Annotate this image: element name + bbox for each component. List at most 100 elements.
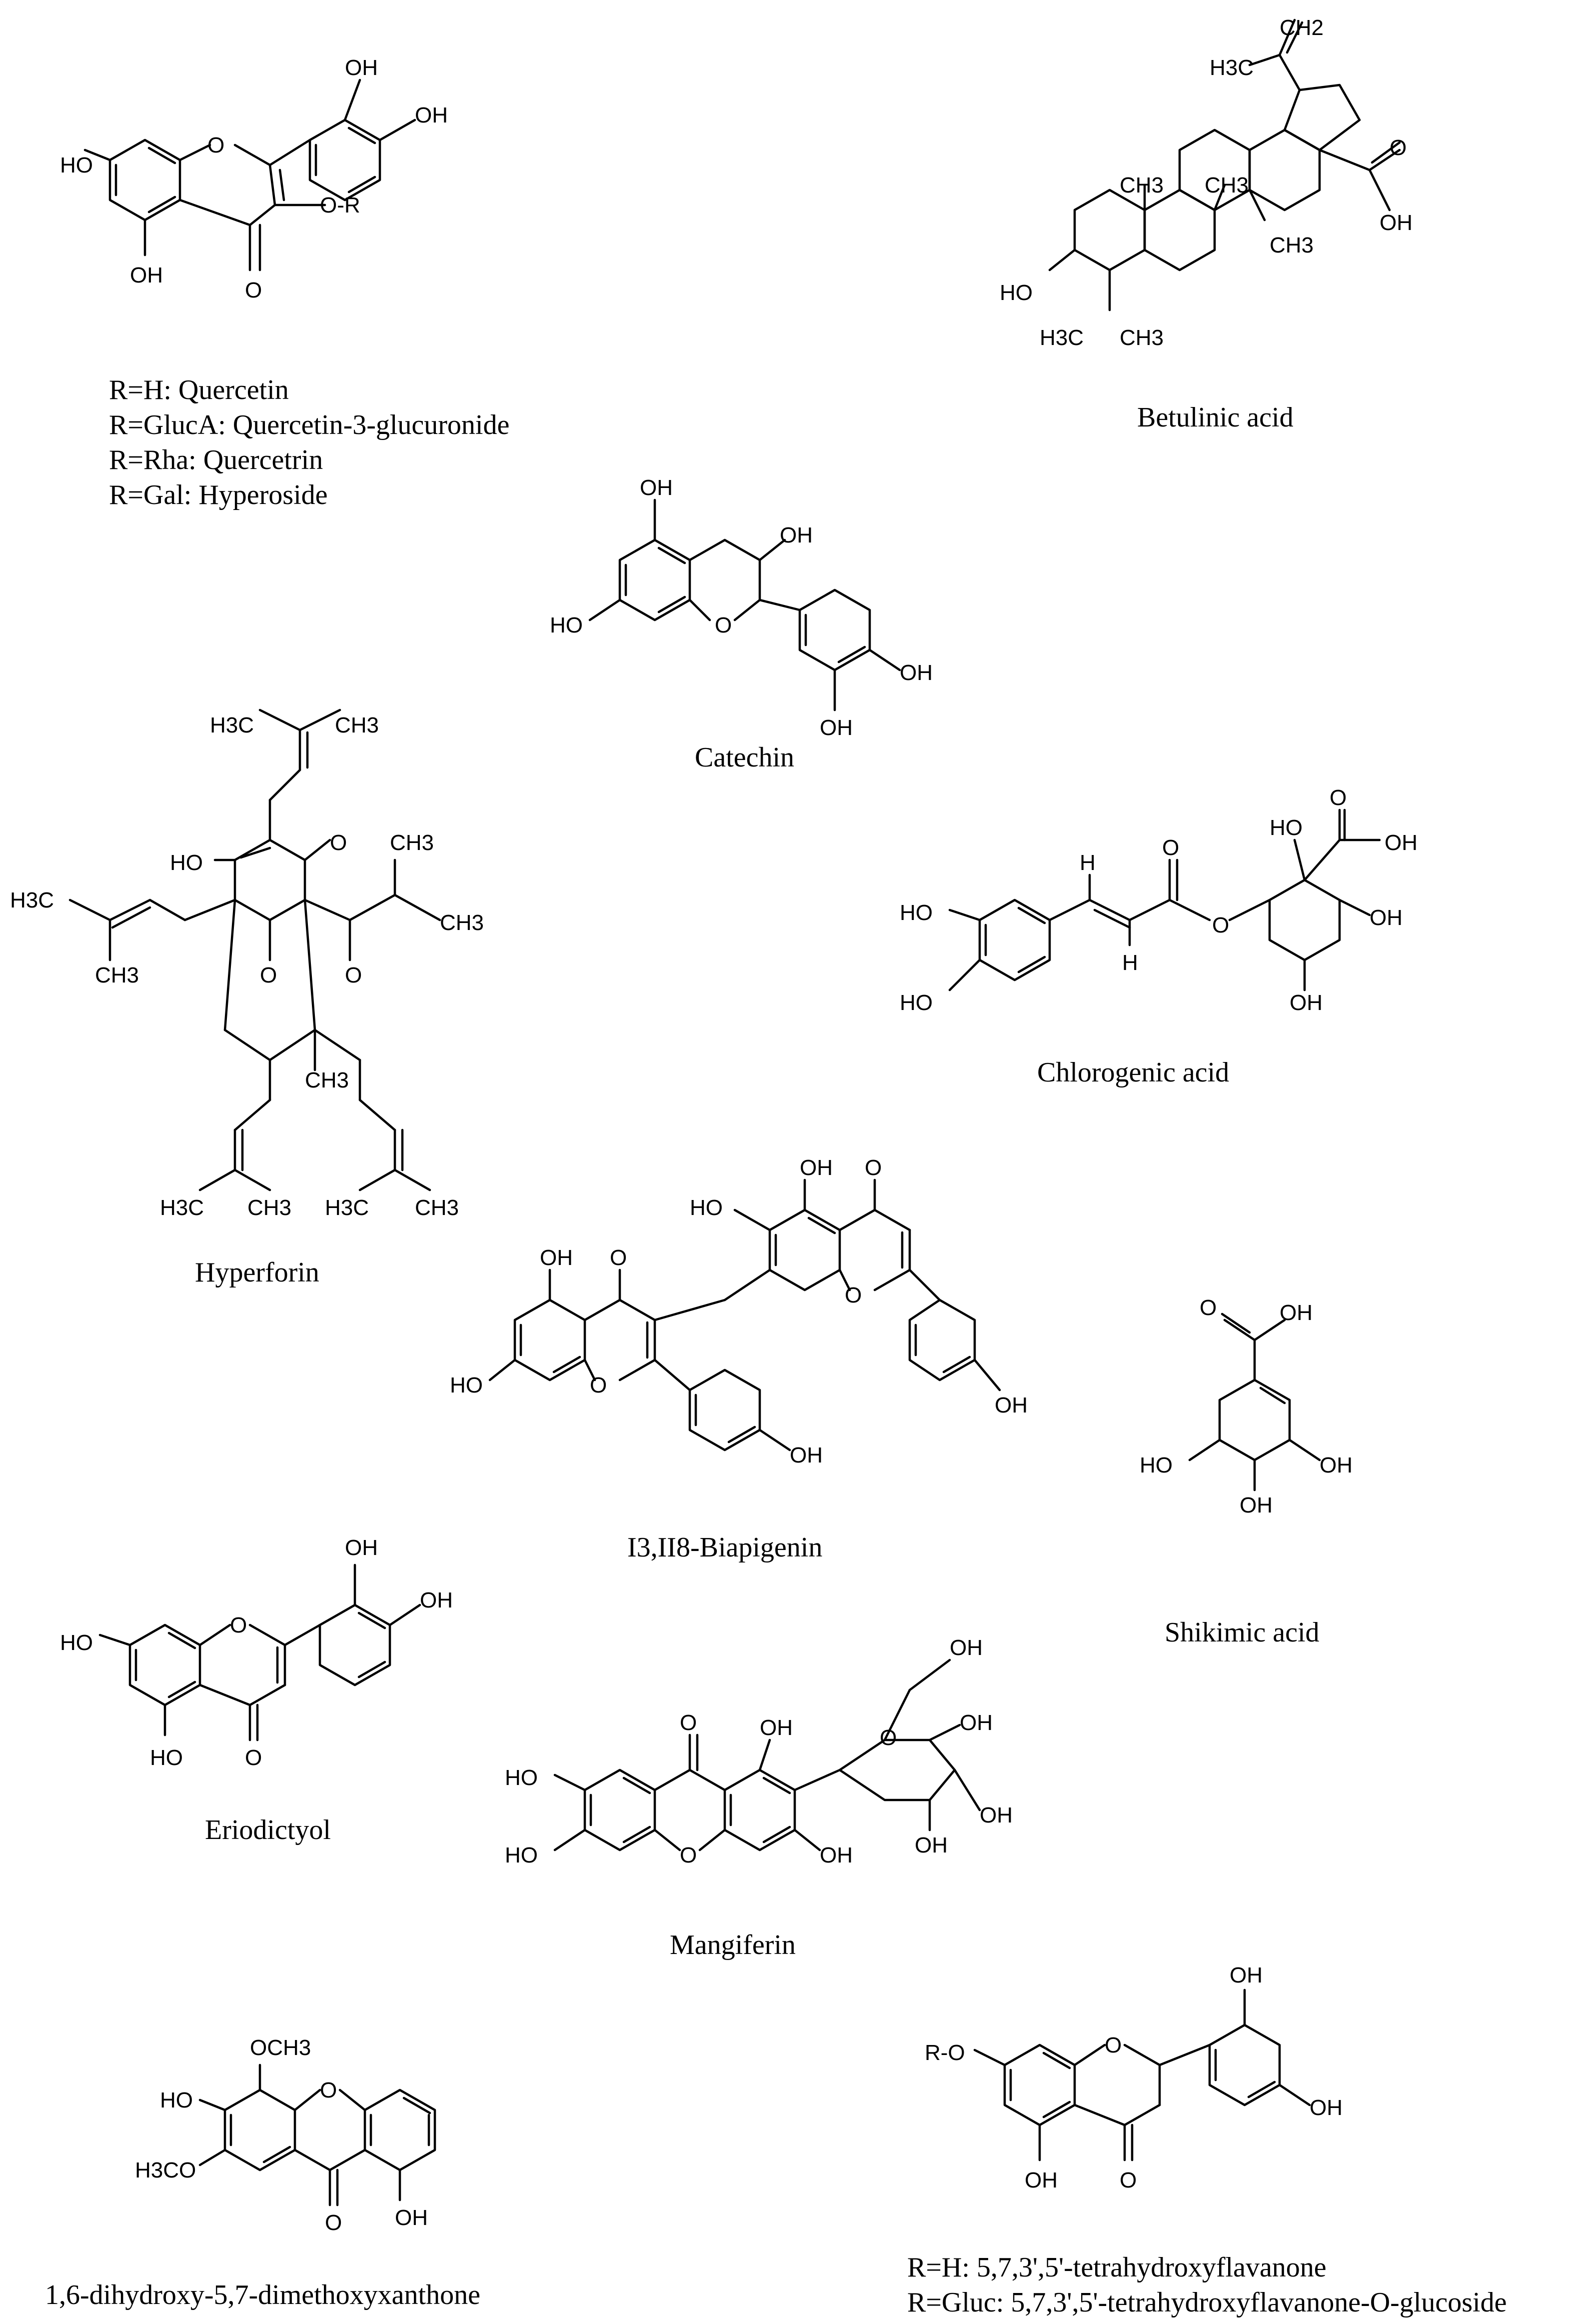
atom-label: HO — [150, 1746, 183, 1770]
atom-label: OH — [1290, 990, 1323, 1015]
atom-label: H3CO — [135, 2158, 196, 2182]
atom-label: OH — [760, 1716, 793, 1740]
atom-label: H3C — [325, 1196, 369, 1220]
atom-label: O — [1120, 2168, 1137, 2192]
atom-label: CH3 — [1120, 173, 1164, 198]
atom-label: HO — [60, 1630, 93, 1655]
catechin-caption: Catechin — [695, 740, 794, 775]
atom-label: O — [1105, 2033, 1122, 2058]
atom-label: H3C — [160, 1196, 204, 1220]
atom-label: OH — [130, 263, 163, 288]
atom-label: CH3 — [390, 830, 434, 855]
atom-label: OH — [820, 716, 853, 740]
atom-label: OH — [1280, 1300, 1313, 1325]
hyperforin-caption: Hyperforin — [195, 1255, 319, 1290]
atom-label: OH — [1370, 906, 1403, 930]
mangiferin-caption: Mangiferin — [670, 1928, 796, 1962]
atom-label: O — [260, 963, 277, 988]
atom-label: O — [245, 278, 262, 302]
atom-label: OH — [780, 523, 813, 548]
atom-label: OCH3 — [250, 2036, 311, 2060]
atom-label: OH — [1240, 1493, 1273, 1518]
atom-label: OH — [1230, 1963, 1263, 1988]
atom-label: O — [345, 963, 362, 988]
caption-line: Chlorogenic acid — [1037, 1057, 1230, 1088]
eriodictyol-structure — [98, 1564, 421, 1742]
atom-label: HO — [60, 153, 93, 178]
atom-label: H3C — [10, 888, 54, 912]
betulinic-acid-caption: Betulinic acid — [1137, 400, 1294, 435]
caption-line: Shikimic acid — [1165, 1617, 1320, 1648]
caption-line: Mangiferin — [670, 1930, 796, 1960]
xanthone-structure — [198, 2064, 436, 2206]
caption-line: I3,II8-Biapigenin — [627, 1532, 823, 1563]
caption-line: R=Gluc: 5,7,3',5'-tetrahydroxyflavanone-… — [907, 2287, 1507, 2318]
atom-label: O — [590, 1373, 607, 1398]
atom-label: HO — [900, 990, 933, 1015]
atom-label: CH3 — [1270, 233, 1314, 258]
atom-label: OH — [420, 1588, 453, 1612]
atom-label: CH3 — [415, 1196, 459, 1220]
eriodictyol-caption: Eriodictyol — [205, 1812, 331, 1848]
caption-line: Hyperforin — [195, 1257, 319, 1288]
atom-label: O — [1330, 786, 1347, 810]
atom-label: O — [1162, 836, 1179, 860]
atom-label: OH — [1310, 2096, 1343, 2120]
atom-label: O — [715, 613, 732, 638]
atom-label: OH — [980, 1803, 1013, 1828]
caption-line: Catechin — [695, 742, 795, 773]
atom-label: OH — [640, 476, 673, 500]
atom-label: OH — [790, 1443, 823, 1468]
atom-label: O — [245, 1746, 262, 1770]
atom-label: OH — [415, 103, 448, 128]
chlorogenic-acid-structure — [948, 808, 1381, 992]
atom-label: OH — [540, 1246, 573, 1270]
atom-label: HO — [170, 850, 203, 875]
atom-label: HO — [550, 613, 583, 638]
caption-line: R=H: 5,7,3',5'-tetrahydroxyflavanone — [907, 2252, 1327, 2283]
atom-label: O — [330, 830, 347, 855]
atom-label: CH3 — [335, 713, 379, 738]
atom-label: HO — [900, 900, 933, 925]
atom-label: R-O — [925, 2040, 965, 2065]
xanthone-caption: 1,6-dihydroxy-5,7-dimethoxyxanthone — [45, 2278, 480, 2312]
betulinic-acid-structure — [1048, 18, 1401, 312]
atom-label: CH2 — [1280, 16, 1324, 40]
atom-label: HO — [450, 1373, 483, 1398]
atom-label: HO — [505, 1766, 538, 1790]
flavanone-structure — [973, 1988, 1311, 2162]
atom-label: O — [1212, 913, 1229, 938]
atom-label: H3C — [1040, 326, 1084, 350]
atom-label: O — [230, 1613, 247, 1638]
caption-line: R=H: Quercetin — [109, 374, 289, 406]
atom-label: CH3 — [95, 963, 139, 988]
catechin-structure — [588, 498, 901, 712]
atom-label: OH — [820, 1843, 853, 1868]
shikimic-acid-structure — [1188, 1312, 1321, 1492]
caption-line: Eriodictyol — [205, 1814, 331, 1846]
caption-line: R=Gal: Hyperoside — [109, 480, 328, 510]
atom-label: O-R — [320, 193, 360, 218]
atom-label: CH3 — [440, 910, 484, 935]
atom-label: O — [325, 2210, 342, 2235]
atom-label: O — [320, 2078, 337, 2102]
hyperforin-structure — [68, 708, 441, 1192]
atom-label: OH — [900, 660, 933, 685]
atom-label: CH3 — [305, 1068, 349, 1092]
quercetin-caption: R=H: Quercetin R=GlucA: Quercetin-3-gluc… — [109, 372, 509, 512]
caption-line: R=GlucA: Quercetin-3-glucuronide — [109, 410, 510, 440]
atom-label: OH — [950, 1636, 983, 1660]
atom-label: CH3 — [1120, 326, 1164, 350]
atom-label: OH — [345, 56, 378, 80]
atom-label: OH — [1385, 830, 1418, 855]
atom-label: OH — [1320, 1453, 1353, 1478]
atom-label: OH — [960, 1710, 993, 1735]
atom-label: HO — [505, 1843, 538, 1868]
atom-label: HO — [1000, 280, 1033, 305]
caption-line: Betulinic acid — [1137, 402, 1294, 433]
atom-label: H3C — [210, 713, 254, 738]
atom-label: H — [1080, 850, 1096, 875]
mangiferin-structure — [553, 1658, 981, 1852]
atom-label: O — [880, 1726, 897, 1750]
